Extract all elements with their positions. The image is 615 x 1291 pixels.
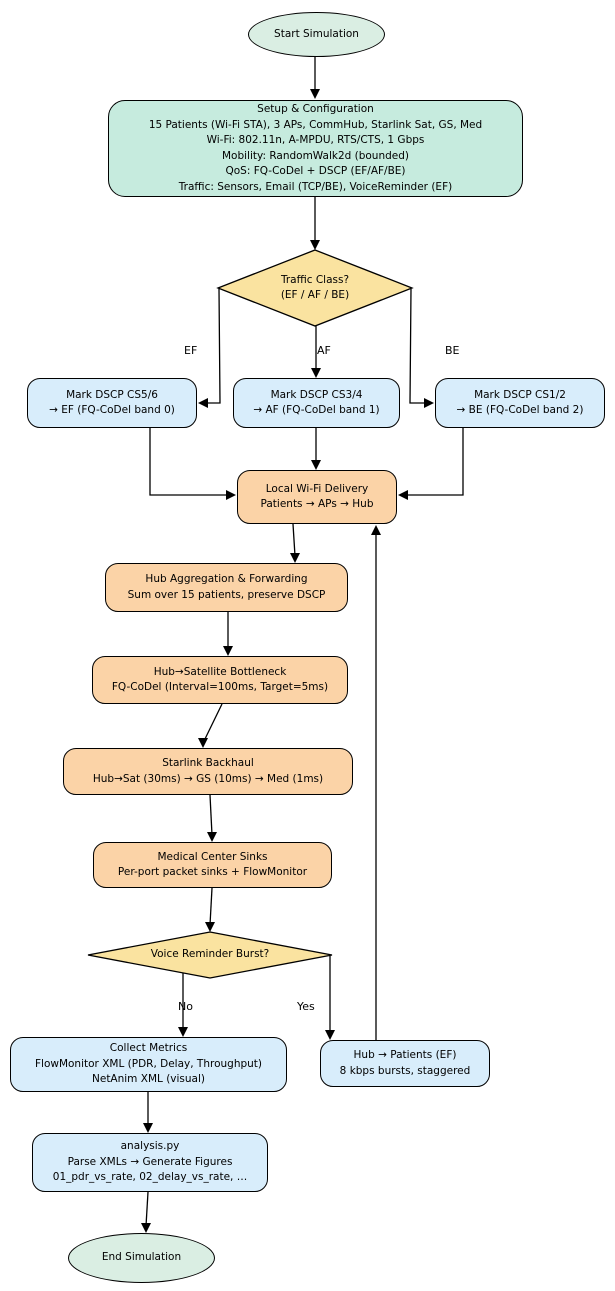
node-line: 01_pdr_vs_rate, 02_delay_vs_rate, … (52, 1171, 248, 1184)
node-line: FlowMonitor XML (PDR, Delay, Throughput) (34, 1057, 263, 1070)
decision-voice-burst-shape (87, 931, 333, 979)
node-line: 15 Patients (Wi-Fi STA), 3 APs, CommHub,… (148, 118, 483, 131)
node-mark-dscp-af: Mark DSCP CS3/4 → AF (FQ-CoDel band 1) (233, 378, 400, 428)
edge-label-no: No (178, 1000, 193, 1013)
node-line: Mobility: RandomWalk2d (bounded) (221, 149, 410, 162)
node-line: Hub→Satellite Bottleneck (153, 665, 287, 678)
edge-label-ef: EF (184, 344, 198, 357)
node-line: → AF (FQ-CoDel band 1) (253, 404, 380, 416)
node-line: analysis.py (120, 1140, 180, 1153)
node-line: FQ-CoDel (Interval=100ms, Target=5ms) (111, 681, 329, 693)
node-line: Medical Center Sinks (157, 850, 268, 863)
node-hub-to-patients: Hub → Patients (EF) 8 kbps bursts, stagg… (320, 1040, 490, 1087)
node-line: Per-port packet sinks + FlowMonitor (117, 866, 308, 878)
node-line: NetAnim XML (visual) (92, 1073, 205, 1086)
node-local-wifi-delivery: Local Wi-Fi Delivery Patients → APs → Hu… (237, 470, 397, 524)
node-analysis-py: analysis.py Parse XMLs → Generate Figure… (32, 1133, 268, 1192)
node-line: Parse XMLs → Generate Figures (67, 1155, 233, 1168)
node-line: QoS: FQ-CoDel + DSCP (EF/AF/BE) (225, 165, 406, 177)
node-start-simulation: Start Simulation (248, 12, 385, 57)
node-line: Traffic Class? (280, 273, 350, 286)
node-traffic-class-decision: Traffic Class? (EF / AF / BE) (218, 250, 412, 326)
node-line: Mark DSCP CS3/4 (270, 388, 363, 401)
node-line: Sum over 15 patients, preserve DSCP (127, 588, 326, 601)
node-line: Voice Reminder Burst? (150, 948, 270, 961)
node-line: Mark DSCP CS1/2 (474, 388, 566, 401)
node-line: → EF (FQ-CoDel band 0) (49, 404, 175, 416)
node-end-simulation: End Simulation (68, 1233, 215, 1283)
node-line: Mark DSCP CS5/6 (66, 388, 158, 401)
node-line: Patients → APs → Hub (260, 498, 374, 510)
node-starlink-backhaul: Starlink Backhaul Hub→Sat (30ms) → GS (1… (63, 748, 353, 795)
edge-label-af: AF (317, 344, 331, 357)
node-label: Start Simulation (274, 27, 359, 40)
decision-traffic-class-shape (216, 249, 414, 327)
node-line: (EF / AF / BE) (280, 289, 350, 301)
edge-label-yes: Yes (297, 1000, 315, 1013)
node-mark-dscp-be: Mark DSCP CS1/2 → BE (FQ-CoDel band 2) (435, 378, 605, 428)
node-line: Local Wi-Fi Delivery (265, 482, 369, 495)
node-line: 8 kbps bursts, staggered (339, 1064, 471, 1077)
node-collect-metrics: Collect Metrics FlowMonitor XML (PDR, De… (10, 1037, 287, 1092)
node-line: → BE (FQ-CoDel band 2) (456, 404, 584, 416)
node-line: Starlink Backhaul (162, 757, 254, 769)
edge-label-be: BE (445, 344, 460, 357)
node-line: Hub Aggregation & Forwarding (145, 573, 308, 585)
node-medical-center-sinks: Medical Center Sinks Per-port packet sin… (93, 842, 332, 888)
node-hub-satellite-bottleneck: Hub→Satellite Bottleneck FQ-CoDel (Inter… (92, 656, 348, 704)
node-mark-dscp-ef: Mark DSCP CS5/6 → EF (FQ-CoDel band 0) (27, 378, 197, 428)
node-line: Wi-Fi: 802.11n, A-MPDU, RTS/CTS, 1 Gbps (206, 134, 425, 146)
node-line: Hub→Sat (30ms) → GS (10ms) → Med (1ms) (92, 772, 324, 785)
node-line: Collect Metrics (109, 1042, 188, 1055)
node-setup-configuration: Setup & Configuration 15 Patients (Wi-Fi… (108, 100, 523, 197)
node-voice-reminder-burst-decision: Voice Reminder Burst? (88, 932, 332, 978)
node-line: Hub → Patients (EF) (353, 1049, 457, 1061)
node-label: End Simulation (101, 1251, 182, 1264)
node-line: Traffic: Sensors, Email (TCP/BE), VoiceR… (178, 180, 453, 193)
node-line: Setup & Configuration (257, 103, 374, 115)
node-hub-aggregation: Hub Aggregation & Forwarding Sum over 15… (105, 563, 348, 612)
